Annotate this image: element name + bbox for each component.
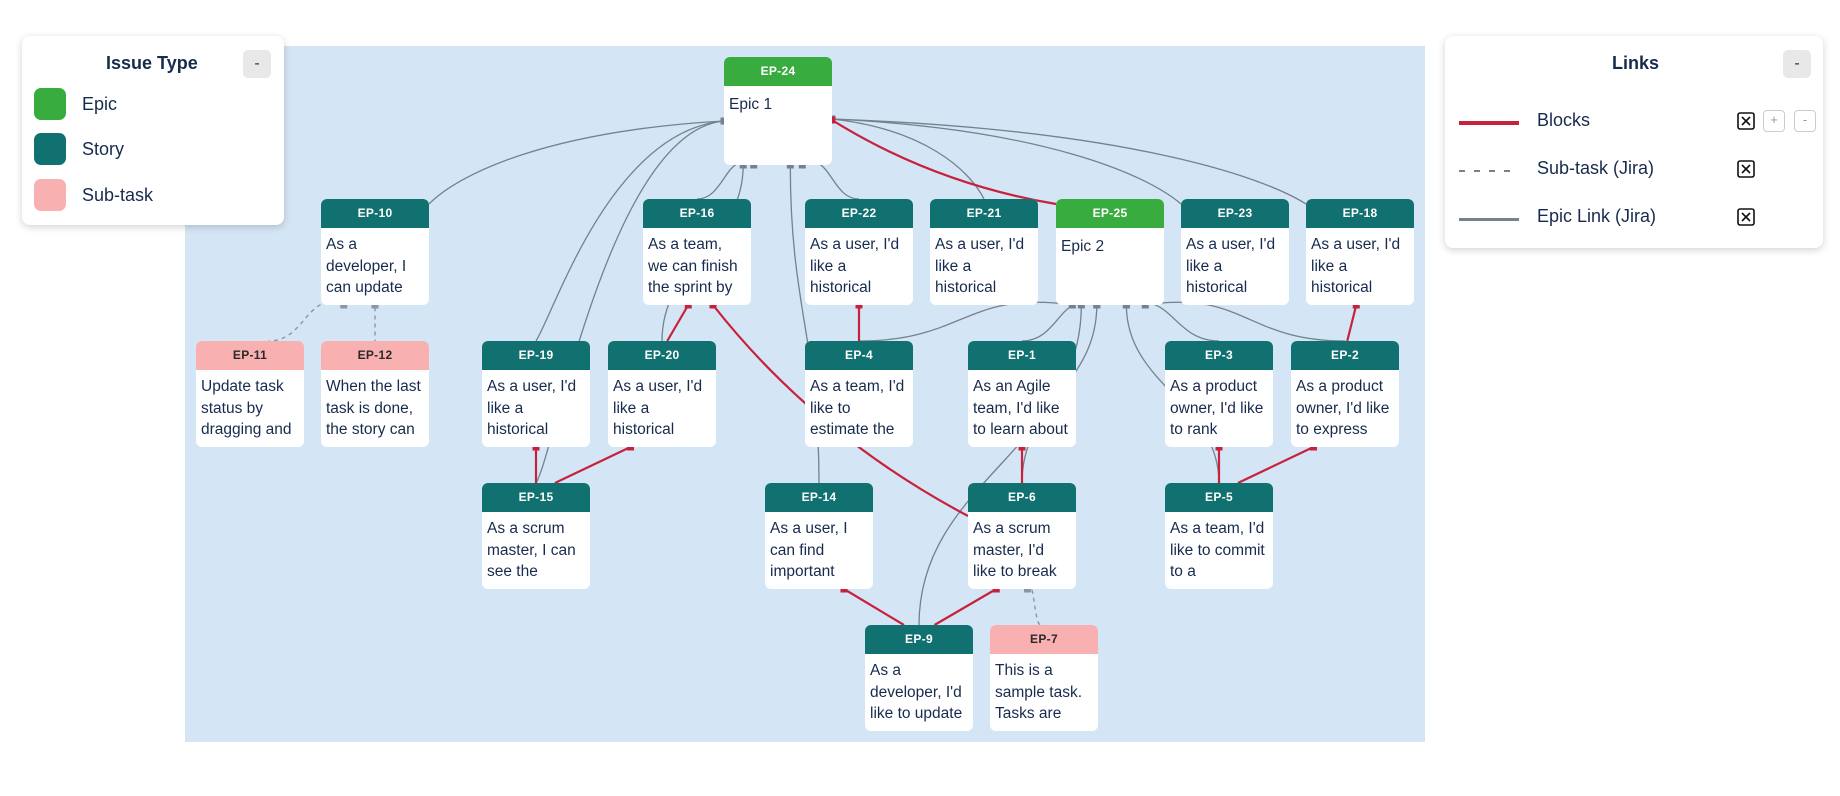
issue-summary: As a team, I'd like to estimate the bbox=[810, 378, 905, 438]
issue-summary: This is a sample task. Tasks are bbox=[995, 662, 1083, 722]
legend-collapse-button[interactable]: - bbox=[243, 50, 271, 78]
issue-summary: Epic 1 bbox=[729, 96, 773, 113]
epic-swatch bbox=[34, 88, 66, 120]
epic-line-sample bbox=[1459, 218, 1519, 221]
legend-item-subtask: Sub-task bbox=[34, 179, 153, 211]
story-swatch bbox=[34, 133, 66, 165]
subtask-line-sample bbox=[1459, 170, 1519, 172]
issue-summary: When the last task is done, the story ca… bbox=[326, 378, 421, 438]
link-label: Sub-task (Jira) bbox=[1537, 158, 1655, 178]
issue-summary: As a user, I'd like a historical bbox=[810, 236, 900, 296]
link-label: Epic Link (Jira) bbox=[1537, 206, 1657, 226]
issue-summary: Epic 2 bbox=[1061, 238, 1105, 255]
issue-key: EP-3 bbox=[1165, 341, 1273, 370]
issue-card-ep-19[interactable]: EP-19 As a user, I'd like a historical bbox=[482, 341, 590, 447]
checkbox-x-icon bbox=[1737, 112, 1755, 130]
issue-key: EP-23 bbox=[1181, 199, 1289, 228]
issue-card-ep-21[interactable]: EP-21 As a user, I'd like a historical bbox=[930, 199, 1038, 305]
blocks-minus-button[interactable]: - bbox=[1794, 110, 1816, 132]
issue-key: EP-9 bbox=[865, 625, 973, 654]
issue-key: EP-20 bbox=[608, 341, 716, 370]
issue-card-ep-5[interactable]: EP-5 As a team, I'd like to commit to a bbox=[1165, 483, 1273, 589]
issue-summary: As a product owner, I'd like to express bbox=[1296, 378, 1390, 438]
issue-key: EP-15 bbox=[482, 483, 590, 512]
issue-key: EP-1 bbox=[968, 341, 1076, 370]
issue-summary: As a user, I'd like a historical bbox=[613, 378, 703, 438]
issue-summary: As a team, I'd like to commit to a bbox=[1170, 520, 1265, 580]
issue-card-ep-9[interactable]: EP-9 As a developer, I'd like to update bbox=[865, 625, 973, 731]
checkbox-x-icon bbox=[1737, 160, 1755, 178]
toggle-subtask-checkbox[interactable] bbox=[1735, 158, 1757, 180]
toggle-epic-link-checkbox[interactable] bbox=[1735, 206, 1757, 228]
link-row-subtask: Sub-task (Jira) bbox=[1459, 157, 1809, 183]
links-title: Links bbox=[1612, 53, 1660, 73]
issue-card-ep-23[interactable]: EP-23 As a user, I'd like a historical bbox=[1181, 199, 1289, 305]
issue-summary: As an Agile team, I'd like to learn abou… bbox=[973, 378, 1068, 438]
issue-summary: As a scrum master, I'd like to break bbox=[973, 520, 1057, 580]
link-label: Blocks bbox=[1537, 110, 1591, 130]
issue-key: EP-10 bbox=[321, 199, 429, 228]
issue-card-ep-1[interactable]: EP-1 As an Agile team, I'd like to learn … bbox=[968, 341, 1076, 447]
link-row-blocks: Blocks + - bbox=[1459, 109, 1816, 135]
issue-key: EP-16 bbox=[643, 199, 751, 228]
issue-summary: As a developer, I'd like to update bbox=[870, 662, 963, 722]
links-collapse-button[interactable]: - bbox=[1783, 50, 1811, 78]
issue-key: EP-6 bbox=[968, 483, 1076, 512]
issue-summary: As a user, I'd like a historical bbox=[935, 236, 1025, 296]
issue-card-ep-22[interactable]: EP-22 As a user, I'd like a historical bbox=[805, 199, 913, 305]
issue-key: EP-21 bbox=[930, 199, 1038, 228]
link-row-epic: Epic Link (Jira) bbox=[1459, 205, 1809, 231]
legend-item-label: Sub-task bbox=[82, 184, 154, 205]
issue-key: EP-19 bbox=[482, 341, 590, 370]
checkbox-x-icon bbox=[1737, 208, 1755, 226]
issue-summary: As a team, we can finish the sprint by bbox=[648, 236, 738, 296]
issue-key: EP-12 bbox=[321, 341, 429, 370]
issue-card-ep-14[interactable]: EP-14 As a user, I can find important bbox=[765, 483, 873, 589]
toggle-blocks-checkbox[interactable] bbox=[1735, 110, 1757, 132]
issue-card-ep-16[interactable]: EP-16 As a team, we can finish the sprint… bbox=[643, 199, 751, 305]
links-legend: Links - Blocks + - Sub-task (Jira) Epic … bbox=[1445, 36, 1823, 248]
issue-key: EP-4 bbox=[805, 341, 913, 370]
issue-card-ep-18[interactable]: EP-18 As a user, I'd like a historical bbox=[1306, 199, 1414, 305]
issue-summary: As a scrum master, I can see the bbox=[487, 520, 576, 580]
legend-title: Issue Type bbox=[106, 53, 198, 73]
issue-summary: As a product owner, I'd like to rank bbox=[1170, 378, 1264, 438]
issue-type-legend: Issue Type - Epic Story Sub-task bbox=[22, 36, 284, 225]
issue-card-ep-20[interactable]: EP-20 As a user, I'd like a historical bbox=[608, 341, 716, 447]
legend-item-story: Story bbox=[34, 133, 124, 165]
issue-card-ep-6[interactable]: EP-6 As a scrum master, I'd like to break bbox=[968, 483, 1076, 589]
subtask-swatch bbox=[34, 179, 66, 211]
issue-card-ep-15[interactable]: EP-15 As a scrum master, I can see the bbox=[482, 483, 590, 589]
issue-summary: As a developer, I can update bbox=[326, 236, 407, 296]
blocks-line-sample bbox=[1459, 121, 1519, 125]
issue-key: EP-22 bbox=[805, 199, 913, 228]
issue-key: EP-11 bbox=[196, 341, 304, 370]
legend-item-label: Story bbox=[82, 138, 125, 159]
issue-key: EP-25 bbox=[1056, 199, 1164, 228]
issue-key: EP-14 bbox=[765, 483, 873, 512]
issue-key: EP-2 bbox=[1291, 341, 1399, 370]
issue-key: EP-18 bbox=[1306, 199, 1414, 228]
issue-summary: As a user, I'd like a historical bbox=[487, 378, 577, 438]
issue-summary: Update task status by dragging and bbox=[201, 378, 292, 438]
issue-card-ep-2[interactable]: EP-2 As a product owner, I'd like to expr… bbox=[1291, 341, 1399, 447]
issue-card-ep-4[interactable]: EP-4 As a team, I'd like to estimate the bbox=[805, 341, 913, 447]
issue-key: EP-7 bbox=[990, 625, 1098, 654]
issue-card-ep-10[interactable]: EP-10 As a developer, I can update bbox=[321, 199, 429, 305]
issue-summary: As a user, I'd like a historical bbox=[1311, 236, 1401, 296]
issue-summary: As a user, I'd like a historical bbox=[1186, 236, 1276, 296]
legend-item-label: Epic bbox=[82, 93, 118, 114]
issue-card-ep-3[interactable]: EP-3 As a product owner, I'd like to rank bbox=[1165, 341, 1273, 447]
blocks-plus-button[interactable]: + bbox=[1763, 110, 1785, 132]
issue-key: EP-24 bbox=[724, 57, 832, 86]
issue-summary: As a user, I can find important bbox=[770, 520, 848, 580]
legend-item-epic: Epic bbox=[34, 88, 117, 120]
issue-key: EP-5 bbox=[1165, 483, 1273, 512]
